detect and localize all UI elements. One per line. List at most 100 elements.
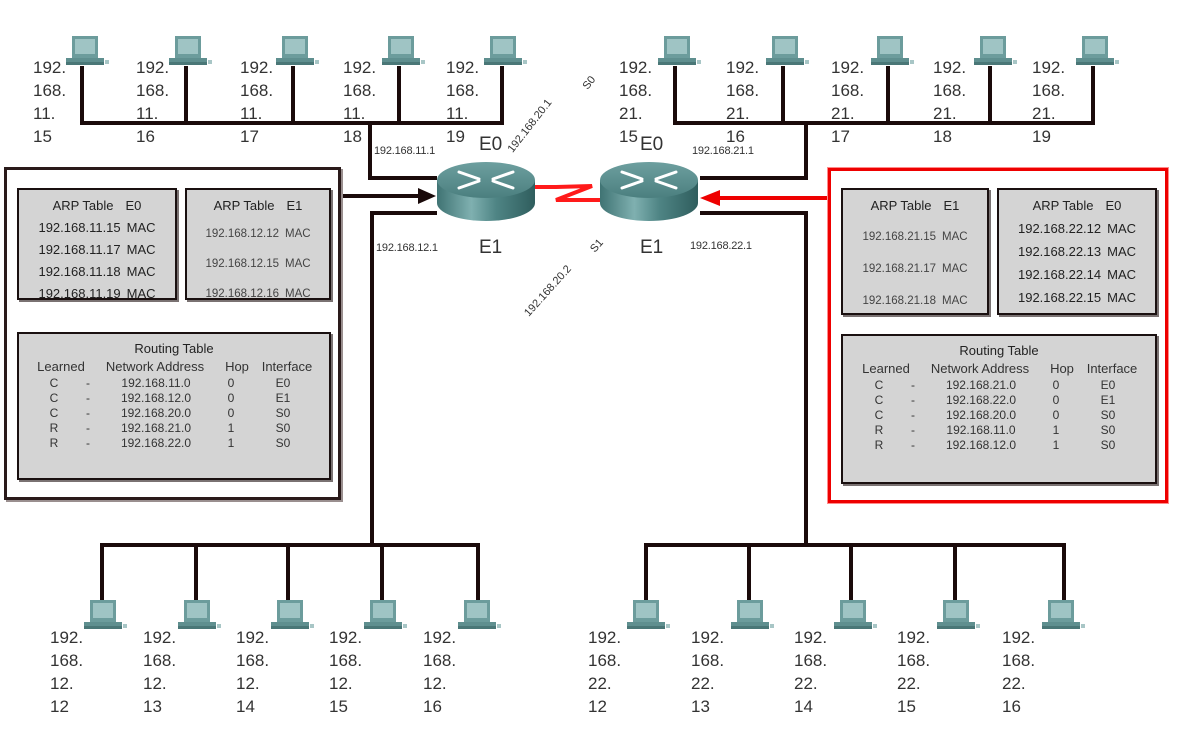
octet: 18 [343, 127, 362, 146]
pc-icon[interactable] [834, 600, 877, 629]
arp-ip: 192.168.11.17 [38, 242, 121, 257]
pc-icon[interactable] [627, 600, 670, 629]
octet: 12. [236, 674, 260, 693]
arp-title-text: ARP Table [52, 198, 114, 213]
pc-icon[interactable] [169, 36, 212, 65]
routing-table: Routing Table Learned Network Address Ho… [17, 332, 331, 480]
network-address: 192.168.11.0 [121, 376, 191, 390]
arp-row: 192.168.11.18 MAC [19, 261, 175, 283]
router-b-e0-label: E0 [640, 134, 664, 155]
octet: 12. [143, 674, 167, 693]
octet: 192. [831, 58, 865, 77]
pc-icon[interactable] [178, 600, 221, 629]
pc-icon[interactable] [1042, 600, 1085, 629]
host-label: 192.168.12.14 [236, 580, 269, 741]
network-address: 192.168.22.0 [945, 393, 1017, 407]
arp-mac: MAC [126, 286, 156, 301]
octet: 168. [136, 81, 170, 100]
host-label: 192.168.11.17 [240, 10, 273, 171]
pc-icon[interactable] [364, 600, 407, 629]
routing-table-title: Routing Table [959, 343, 1039, 358]
pc-icon[interactable] [66, 36, 109, 65]
arp-interface: E1 [943, 198, 960, 213]
lan-192-168-22 [644, 211, 1066, 600]
pc-icon[interactable] [458, 600, 501, 629]
separator: - [86, 406, 90, 420]
octet: 16 [1002, 697, 1021, 716]
arp-title-text: ARP Table [1032, 198, 1094, 213]
octet: 15 [897, 697, 916, 716]
pc-icon[interactable] [1076, 36, 1119, 65]
router-a-e1-label: E1 [479, 237, 503, 258]
octet: 22. [588, 674, 612, 693]
arp-mac: MAC [284, 228, 311, 240]
octet: 12 [50, 697, 69, 716]
octet: 192. [1002, 628, 1036, 647]
octet: 168. [619, 81, 653, 100]
separator: - [911, 438, 915, 452]
pc-icon[interactable] [271, 600, 314, 629]
pc-icon[interactable] [871, 36, 914, 65]
pc-icon[interactable] [974, 36, 1017, 65]
arp-ip: 192.168.11.18 [38, 264, 121, 279]
octet: 22. [691, 674, 715, 693]
separator: - [86, 421, 90, 435]
learned: C [49, 376, 59, 390]
arp-mac: MAC [126, 264, 156, 279]
arp-mac: MAC [126, 242, 156, 257]
learned: R [874, 438, 884, 452]
octet: 168. [143, 651, 177, 670]
routing-table: Routing Table Learned Network Address Ho… [841, 334, 1157, 484]
interface: S0 [1100, 438, 1116, 452]
octet: 14 [236, 697, 255, 716]
octet: 192. [726, 58, 760, 77]
octet: 21. [831, 104, 855, 123]
pc-icon[interactable] [484, 36, 527, 65]
interface: S0 [1100, 423, 1116, 437]
pc-icon[interactable] [658, 36, 701, 65]
arp-interface: E1 [286, 198, 303, 213]
octet: 168. [343, 81, 377, 100]
arp-ip: 192.168.22.13 [1017, 244, 1102, 259]
pc-icon[interactable] [766, 36, 809, 65]
host-label: 192.168.12.15 [329, 580, 362, 741]
interface: S0 [275, 406, 291, 420]
arp-ip: 192.168.21.15 [862, 231, 936, 243]
pc-icon[interactable] [382, 36, 425, 65]
octet: 11. [240, 104, 263, 123]
octet: 192. [240, 58, 274, 77]
hop: 0 [227, 406, 235, 420]
octet: 168. [50, 651, 84, 670]
octet: 11. [33, 104, 56, 123]
octet: 12. [50, 674, 74, 693]
octet: 168. [329, 651, 363, 670]
separator: - [86, 391, 90, 405]
left-panel-pointer-arrow [341, 188, 436, 204]
host-label: 192.168.22.16 [1002, 580, 1035, 741]
octet: 11. [136, 104, 159, 123]
host-label: 192.168.22.13 [691, 580, 724, 741]
octet: 12 [588, 697, 607, 716]
octet: 168. [1002, 651, 1036, 670]
host-label: 192.168.12.16 [423, 580, 456, 741]
hop: 1 [1052, 423, 1060, 437]
arp-ip: 192.168.21.17 [862, 263, 936, 275]
separator: - [911, 408, 915, 422]
learned: C [874, 408, 884, 422]
pc-icon[interactable] [937, 600, 980, 629]
arp-mac: MAC [941, 295, 968, 307]
hop: 0 [1052, 393, 1060, 407]
arp-interface: E0 [1105, 198, 1122, 213]
arp-ip: 192.168.12.16 [205, 288, 279, 300]
pc-icon[interactable] [731, 600, 774, 629]
octet: 22. [794, 674, 818, 693]
routing-table-title: Routing Table [134, 341, 214, 356]
pc-icon[interactable] [276, 36, 319, 65]
pc-icon[interactable] [84, 600, 127, 629]
